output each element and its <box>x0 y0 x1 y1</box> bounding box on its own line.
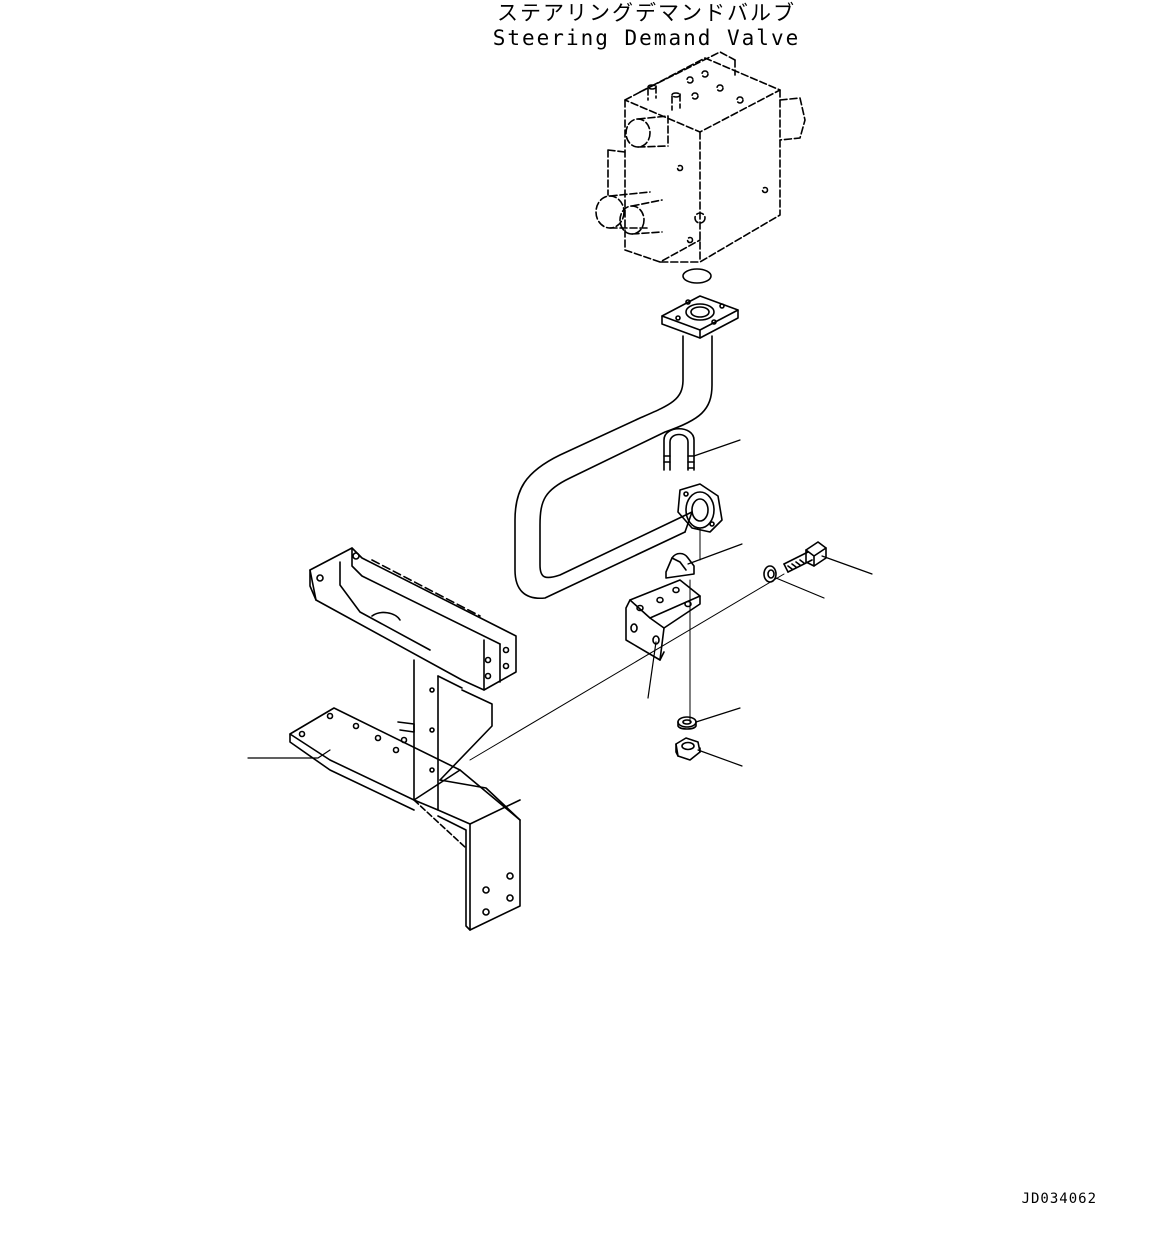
leader-nut <box>698 750 742 766</box>
assembly-lines <box>470 528 784 760</box>
leader-washer <box>776 578 824 598</box>
leader-bracket <box>648 642 656 698</box>
o-ring-icon <box>683 269 711 283</box>
pipe-end-flange <box>678 484 722 532</box>
frame-bracket-icon <box>290 548 520 930</box>
leader-lock-washer <box>696 708 740 722</box>
diagram-title-japanese: ステアリングデマンドバルブ <box>497 1 796 25</box>
bolt-icon <box>784 542 826 572</box>
leader-lines <box>248 440 872 766</box>
leader-u-bolt <box>694 440 740 456</box>
steering-pipe-icon <box>515 336 712 598</box>
mounting-bracket-icon <box>626 580 700 660</box>
u-bolt-icon <box>664 429 694 470</box>
nut-icon <box>676 738 700 760</box>
steering-demand-valve-icon <box>596 52 805 262</box>
leader-clamp-block <box>688 544 742 564</box>
pipe-clamp-block-icon <box>666 554 694 579</box>
leader-frame <box>248 750 330 758</box>
lock-washer-icon <box>678 717 696 729</box>
leader-bolt <box>822 556 872 574</box>
diagram-title-english: Steering Demand Valve <box>492 26 801 50</box>
drawing-id: JD034062 <box>1021 1191 1097 1207</box>
pipe-flange-icon <box>662 296 738 338</box>
